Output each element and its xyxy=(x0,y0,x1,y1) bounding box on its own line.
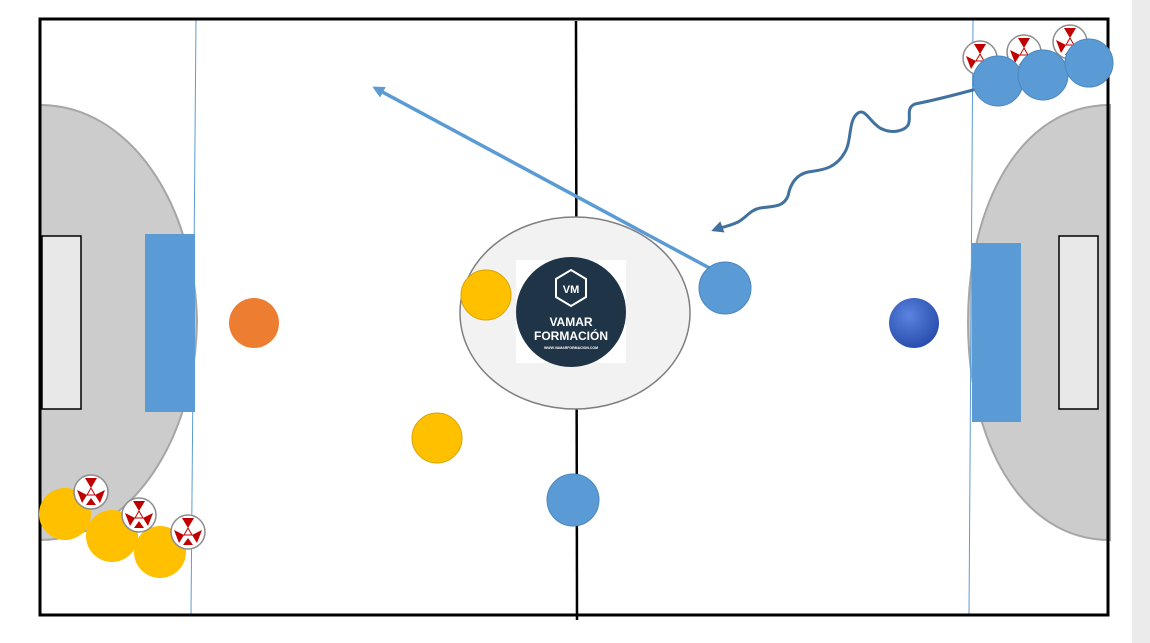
blue-group-top-right xyxy=(962,24,1114,107)
right-blue-zone xyxy=(972,243,1021,422)
blue-player xyxy=(546,473,600,527)
yellow-player xyxy=(460,269,512,321)
pass-arrow xyxy=(372,86,716,273)
ball-icon xyxy=(73,474,109,510)
left-blue-zone xyxy=(145,234,195,412)
court-border xyxy=(38,17,1110,617)
yellow-player xyxy=(411,412,463,464)
blue-player xyxy=(1064,38,1114,88)
vertical-scrollbar[interactable] xyxy=(1132,0,1150,643)
ball-icon xyxy=(121,497,157,533)
blue-player xyxy=(1017,49,1069,101)
ball-icon xyxy=(170,514,206,550)
logo-line2: FORMACIÓN xyxy=(534,328,608,343)
vamar-logo: VM VAMAR FORMACIÓN WWW.VAMARFORMACION.CO… xyxy=(516,257,626,367)
left-goal xyxy=(41,235,82,410)
orange-player xyxy=(229,298,279,348)
logo-badge: VM xyxy=(563,284,580,296)
blue-player xyxy=(698,261,752,315)
dribble-arrow xyxy=(711,86,981,233)
right-thin-line xyxy=(968,18,974,616)
right-goal xyxy=(1058,235,1099,410)
dark-blue-player xyxy=(889,298,939,348)
logo-hexagon xyxy=(555,268,587,308)
blue-player xyxy=(972,55,1024,107)
right-penalty-area xyxy=(966,103,1111,542)
logo-url: WWW.VAMARFORMACION.COM xyxy=(544,346,598,350)
logo-line1: VAMAR xyxy=(549,315,592,329)
yellow-group-bottom-left xyxy=(39,474,206,578)
